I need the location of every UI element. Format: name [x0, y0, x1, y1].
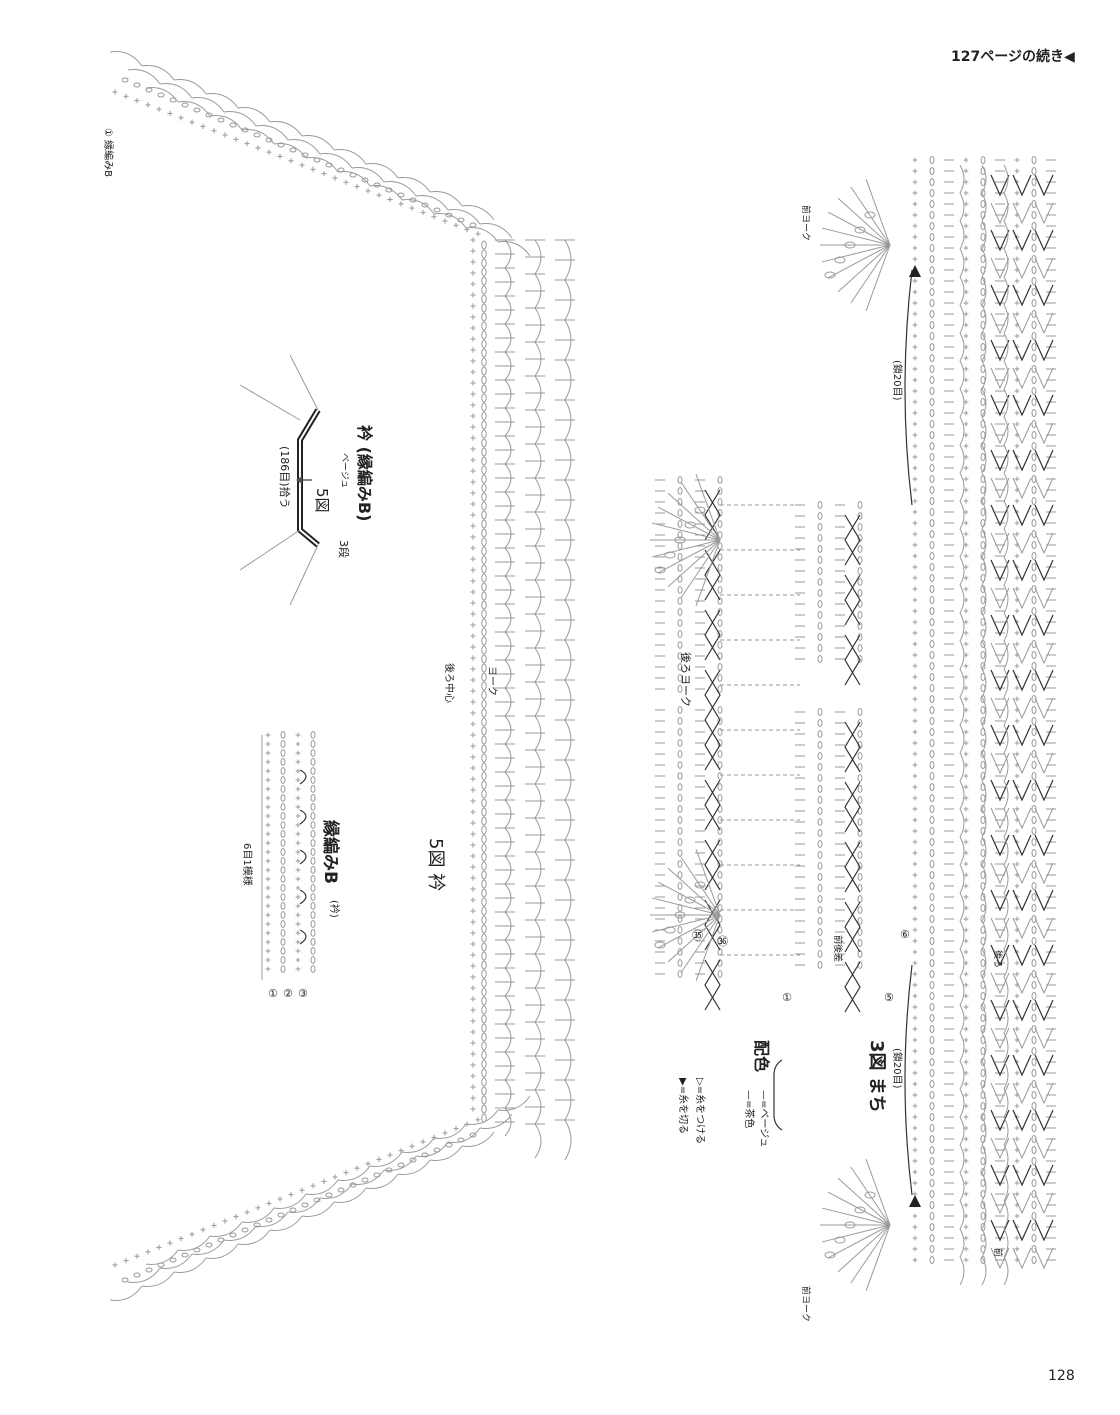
collar-chart-title: 5図 衿 [425, 838, 446, 892]
collar-pickup-label: (186目)拾う [278, 446, 291, 509]
gusset-chain-label-top: (鎖20目) [891, 360, 902, 401]
edging-b-title: 縁編みB [320, 820, 340, 884]
front-back-diff-label: 前後差 [832, 935, 842, 963]
collar-rows-label: 3段 [337, 540, 350, 558]
collar-yoke-label: ヨーク [486, 666, 497, 696]
back-yoke-label: 後ろヨーク [679, 652, 692, 707]
front-label: 前 [992, 1248, 1002, 1258]
back-label: 後ろ [992, 950, 1002, 969]
collar-figure-ref: 5図 [313, 488, 331, 513]
gusset-row-35: ㉟ [692, 929, 703, 942]
gusset-chain-label-bottom: (鎖20目) [891, 1048, 902, 1089]
gusset-row-5: ⑤ [884, 991, 894, 1004]
collar-schematic-title: 衿 (縁編みB) [355, 425, 374, 522]
legend-item-brown: —=茶色 [743, 1090, 754, 1129]
gusset-row-1: ① [782, 991, 792, 1004]
gusset-title: 3図 まち [866, 1040, 887, 1113]
legend-title: 配色 [752, 1040, 771, 1073]
edging-b-note: (衿) [328, 900, 339, 918]
collar-start-marker: ① 縁編みB [102, 128, 113, 178]
front-yoke-label-top: 前ヨーク [800, 205, 810, 242]
edging-row-2: ② [283, 987, 293, 1000]
edging-row-3: ③ [298, 987, 308, 1000]
gusset-row-6: ⑥ [900, 928, 910, 941]
legend-cut-yarn: ▶=糸を切る [677, 1078, 688, 1135]
legend-item-beige: —=ベージュ [758, 1090, 769, 1148]
collar-center-back-label: 後ろ中心 [443, 663, 454, 703]
edging-b-repeat-label: 6目1模様 [241, 843, 252, 886]
front-yoke-label-bottom: 前ヨーク [800, 1286, 810, 1323]
gusset-row-36: ㊱ [717, 935, 728, 948]
edging-row-1: ① [268, 987, 278, 1000]
collar-color-label: ベージュ [339, 453, 349, 489]
continuation-note: 127ページの続き◀ [951, 49, 1075, 65]
page-number: 128 [1048, 1368, 1075, 1384]
legend-attach-yarn: ▷=糸をつける [694, 1078, 705, 1145]
